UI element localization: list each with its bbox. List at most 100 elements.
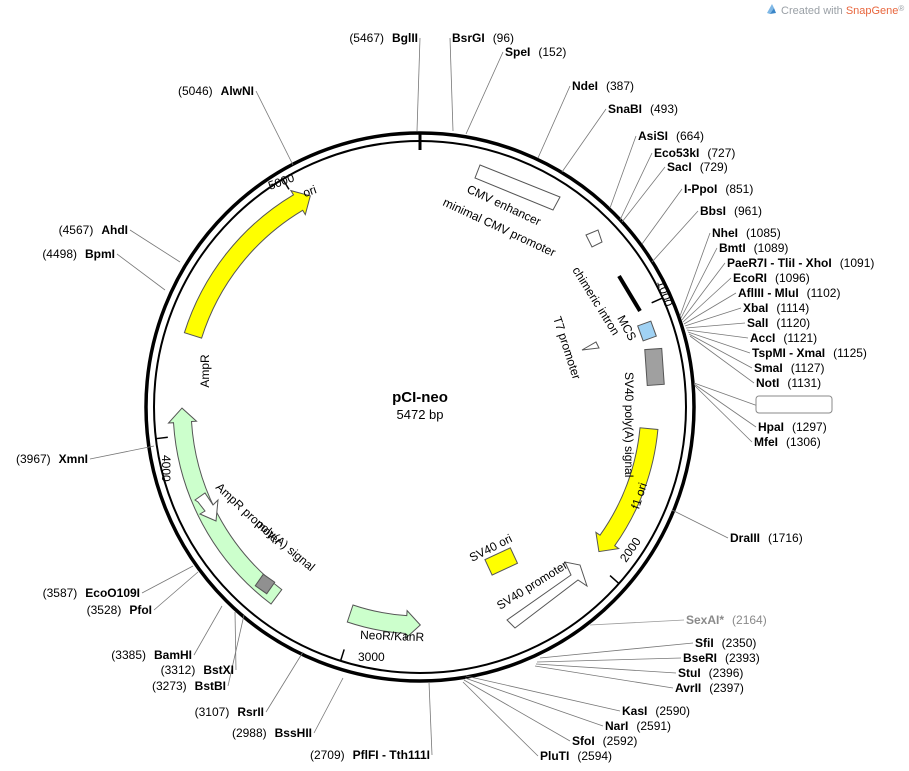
tick-label-4000: 4000 <box>159 455 173 482</box>
site-label-rsrii[interactable]: (3107)RsrII <box>195 705 264 719</box>
site-label-bamhi[interactable]: (3385)BamHI <box>111 648 192 662</box>
site-label-nari[interactable]: NarI(2591) <box>605 719 671 733</box>
polya-signal-feature[interactable] <box>254 573 276 595</box>
site-label-pluti[interactable]: PluTI(2594) <box>540 749 612 763</box>
site-label-avrii[interactable]: AvrII(2397) <box>675 681 744 695</box>
sv40-ori-feature[interactable] <box>484 547 519 576</box>
site-leader-line <box>683 292 737 325</box>
site-leader-line <box>641 188 683 245</box>
site-label-kasi[interactable]: KasI(2590) <box>622 704 690 718</box>
site-label-bglii[interactable]: (5467)BglII <box>349 31 418 45</box>
site-label-sfoi[interactable]: SfoI(2592) <box>572 734 637 748</box>
site-label-bstxi[interactable]: (3312)BstXI <box>161 663 234 677</box>
site-label-xbai[interactable]: XbaI(1114) <box>743 301 809 315</box>
site-label-i-ppoi[interactable]: I-PpoI(851) <box>684 182 753 196</box>
cmv-enhancer-feature[interactable] <box>474 164 561 211</box>
neor-kanr-feature[interactable] <box>346 604 422 640</box>
site-leader-line <box>682 277 732 323</box>
site-label-acci[interactable]: AccI(1121) <box>750 331 817 345</box>
site-leader-line <box>679 232 711 317</box>
site-leader-line <box>687 331 751 354</box>
ampr-feature[interactable] <box>167 407 283 605</box>
site-label-tspmi-xmai[interactable]: TspMI - XmaI(1125) <box>752 346 867 360</box>
site-label-ndei[interactable]: NdeI(387) <box>572 79 634 93</box>
site-label-bseri[interactable]: BseRI(2393) <box>683 651 760 665</box>
site-leader-line <box>671 509 729 539</box>
t3-promoter-box[interactable] <box>755 395 833 414</box>
tick-2000 <box>609 575 620 585</box>
site-leader-line <box>462 681 539 757</box>
site-leader-line <box>465 51 504 135</box>
site-label-sali[interactable]: SalI(1120) <box>747 316 810 330</box>
site-label-alwni[interactable]: (5046)AlwNI <box>178 84 254 98</box>
tick-3000 <box>339 649 345 662</box>
site-label-nhei[interactable]: NheI(1085) <box>712 226 781 240</box>
site-label-mfei[interactable]: MfeI(1306) <box>754 435 821 449</box>
site-label-ecoo109i[interactable]: (3587)EcoO109I <box>43 586 140 600</box>
site-leader-line <box>129 229 181 263</box>
site-label-bstbi[interactable]: (3273)BstBI <box>152 679 226 693</box>
plasmid-size: 5472 bp <box>397 407 444 422</box>
site-leader-line <box>465 675 621 712</box>
site-leader-line <box>153 571 199 611</box>
ori-feature[interactable] <box>183 189 311 339</box>
site-leader-line <box>689 335 755 384</box>
site-leader-line <box>116 253 166 291</box>
site-leader-line <box>685 322 746 329</box>
f1-ori-feature[interactable] <box>595 427 659 553</box>
site-label-paer7i-tlii-xhoi[interactable]: PaeR7I - TliI - XhoI(1091) <box>727 256 874 270</box>
tick-5000 <box>282 178 290 190</box>
site-label-bbsi[interactable]: BbsI(961) <box>700 204 762 218</box>
tick-label-3000: 3000 <box>358 650 385 664</box>
site-leader-line <box>449 37 454 132</box>
site-label-ecori[interactable]: EcoRI(1096) <box>733 271 810 285</box>
site-leader-line <box>536 657 682 663</box>
ampr-promoter-feature[interactable] <box>194 492 219 522</box>
site-label-asisi[interactable]: AsiSI(664) <box>638 129 704 143</box>
site-leader-line <box>561 108 607 173</box>
site-leader-line <box>141 565 194 594</box>
site-label-bpmi[interactable]: (4498)BpmI <box>42 247 115 261</box>
site-label-saci[interactable]: SacI(729) <box>667 160 728 174</box>
sv40-polya-feature[interactable] <box>644 347 665 387</box>
site-label-sexai[interactable]: SexAI*(2164) <box>686 613 767 627</box>
chimeric-intron-label: chimeric intron <box>569 264 622 338</box>
site-label-noti[interactable]: NotI(1131) <box>756 376 821 390</box>
site-label-pfoi[interactable]: (3528)PfoI <box>87 603 152 617</box>
site-label-pflfi-tth111i[interactable]: (2709)PflFI - Tth111I <box>310 748 430 762</box>
site-label-draiii[interactable]: DraIII(1716) <box>730 531 803 545</box>
site-label-hpai[interactable]: HpaI(1297) <box>758 420 827 434</box>
site-leader-line <box>537 85 571 159</box>
site-label-smai[interactable]: SmaI(1127) <box>754 361 824 375</box>
site-leader-line <box>693 382 759 407</box>
minimal-cmv-promoter-feature[interactable] <box>585 229 603 248</box>
site-leader-line <box>680 247 718 319</box>
tick-label-2000: 2000 <box>617 535 644 565</box>
site-label-xmni[interactable]: (3967)XmnI <box>16 452 88 466</box>
t7-promoter-feature[interactable] <box>581 341 600 351</box>
site-leader-line <box>688 333 753 369</box>
site-leader-line <box>535 663 677 674</box>
restriction-sites: (5467)BglII BsrGI(96)SpeI(152) NdeI(387) Sn… <box>16 31 874 763</box>
site-leader-line <box>193 605 223 656</box>
site-leader-line <box>686 329 749 339</box>
tick-label-5000: 5000 <box>266 170 296 192</box>
site-leader-line <box>416 37 421 132</box>
site-leader-line <box>464 677 604 727</box>
tick-1000 <box>651 297 663 304</box>
site-label-bsrgi[interactable]: BsrGI(96) <box>452 31 514 45</box>
mcs-feature[interactable] <box>637 320 657 342</box>
site-label-afliii-mlui[interactable]: AflIII - MluI(1102) <box>738 286 840 300</box>
site-label-spei[interactable]: SpeI(152) <box>505 45 566 59</box>
site-label-stui[interactable]: StuI(2396) <box>678 666 743 680</box>
site-label-eco53ki[interactable]: Eco53kI(727) <box>654 146 735 160</box>
ori-label: ori <box>301 182 318 200</box>
site-label-snabi[interactable]: SnaBI(493) <box>608 102 678 116</box>
sv40-promoter-feature[interactable] <box>506 561 588 629</box>
site-label-sfii[interactable]: SfiI(2350) <box>695 636 756 650</box>
site-label-bsshii[interactable]: (2988)BssHII <box>232 726 312 740</box>
site-label-ahdi[interactable]: (4567)AhdI <box>59 223 128 237</box>
chimeric-intron-feature[interactable] <box>617 274 642 313</box>
site-label-bmti[interactable]: BmtI(1089) <box>719 241 788 255</box>
